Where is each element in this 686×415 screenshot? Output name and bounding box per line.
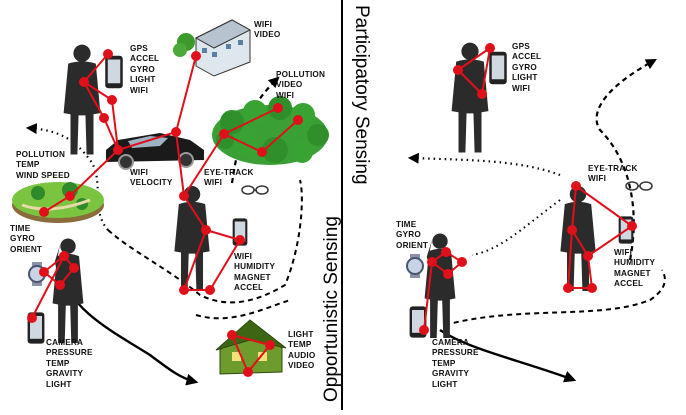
movement-path bbox=[195, 299, 291, 320]
movement-path bbox=[407, 152, 561, 177]
person-icon bbox=[174, 185, 210, 291]
movement-path bbox=[444, 269, 666, 326]
movement-path bbox=[439, 329, 577, 383]
park-icon bbox=[12, 182, 104, 223]
smartphone-icon bbox=[489, 51, 507, 85]
glasses-icon bbox=[241, 185, 269, 195]
sensor-nodes bbox=[27, 49, 303, 377]
movement-path bbox=[107, 179, 303, 304]
glasses-icon bbox=[625, 181, 653, 191]
movement-path bbox=[471, 199, 561, 256]
smartphone-icon bbox=[105, 55, 123, 89]
building-icon bbox=[173, 19, 252, 77]
watch-icon bbox=[406, 254, 424, 278]
title-opportunistic: Opportunistic Sensing bbox=[321, 216, 342, 402]
sensor-nodes bbox=[419, 43, 637, 335]
movement-path bbox=[595, 58, 657, 261]
title-participatory: Participatory Sensing bbox=[351, 5, 372, 185]
house-icon bbox=[215, 319, 287, 375]
